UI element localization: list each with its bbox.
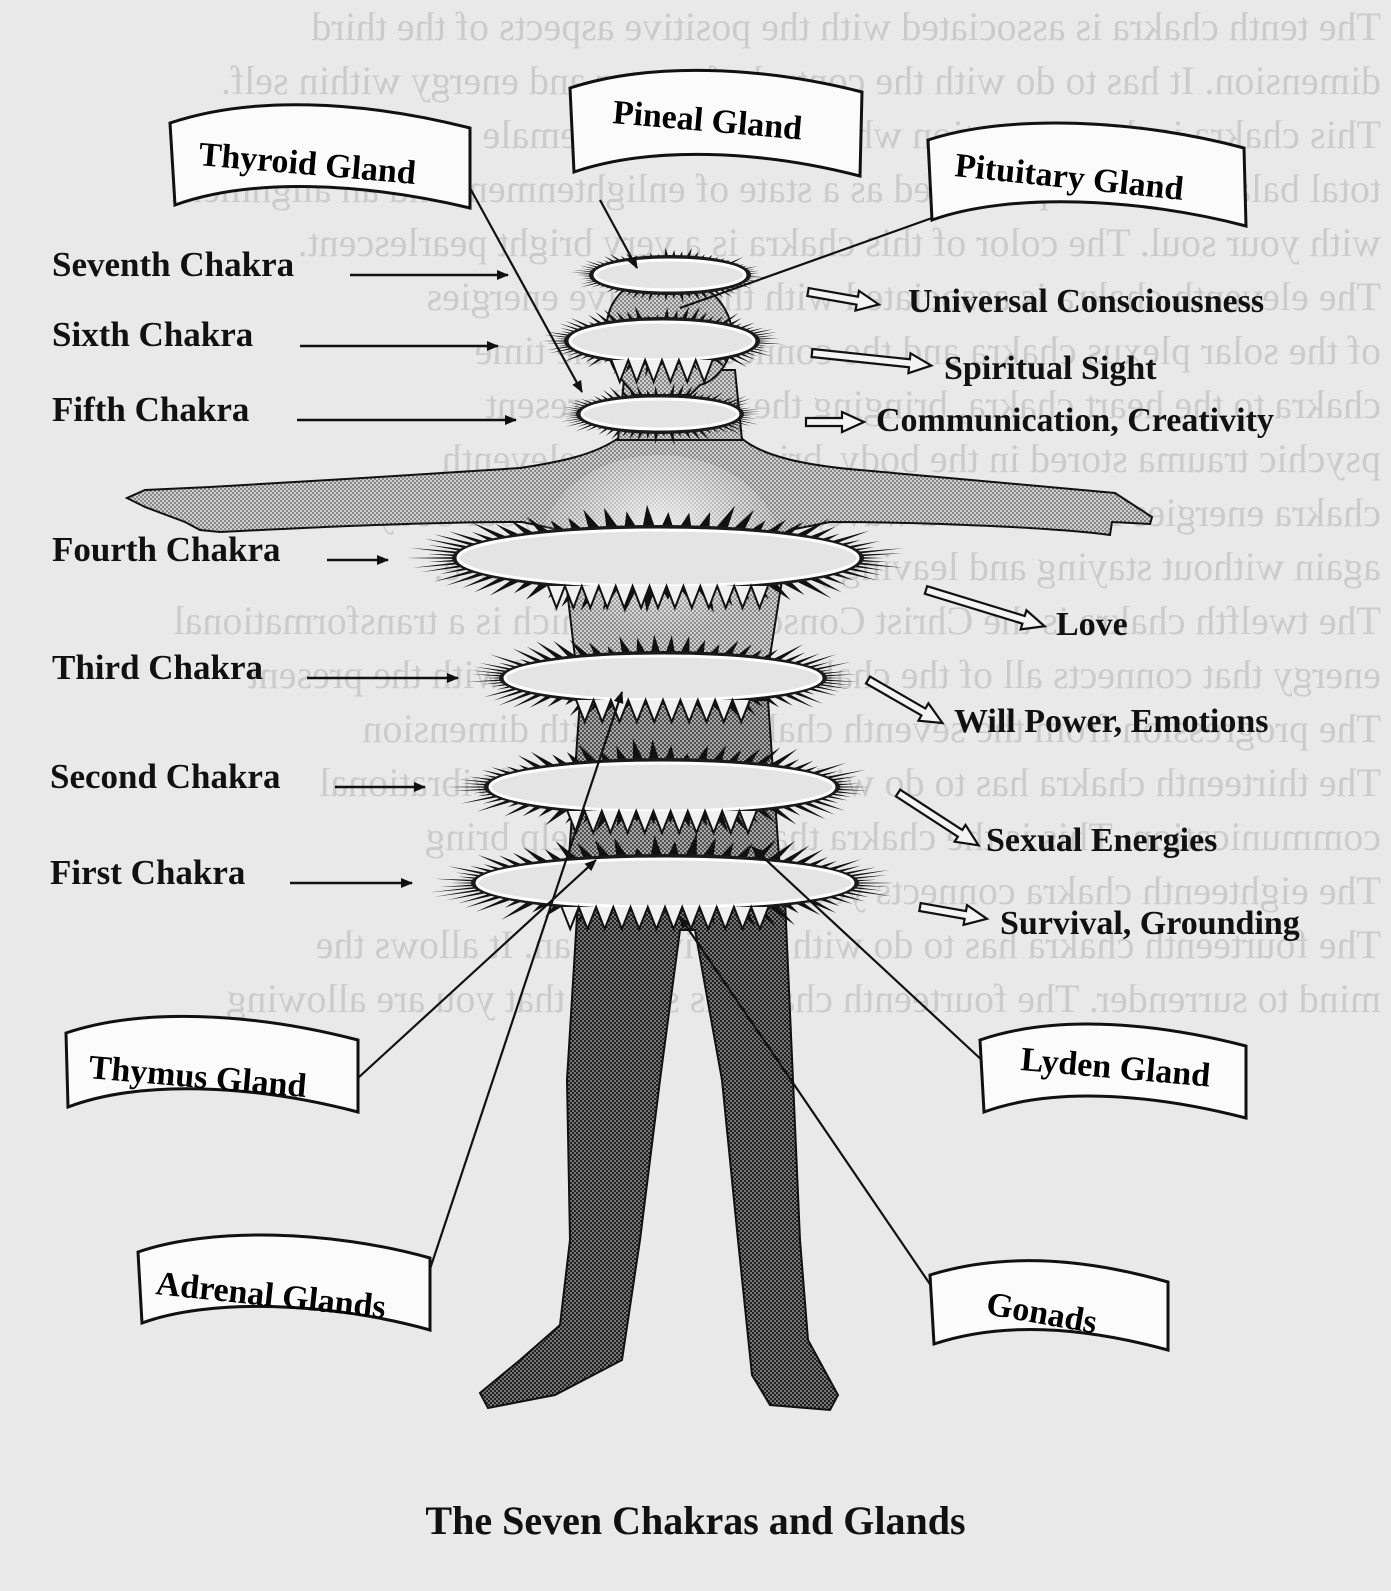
pituitary-leader-line	[679, 216, 933, 310]
pineal-banner: Pineal Gland	[568, 68, 864, 178]
fifth-chakra-function: Communication, Creativity	[876, 402, 1274, 439]
fourth-chakra-spikes	[406, 504, 904, 614]
pineal-leader-line	[599, 199, 638, 269]
function-arrows	[804, 286, 1048, 927]
third-chakra-function: Will Power, Emotions	[954, 703, 1269, 740]
lyden-banner: Lyden Gland	[978, 1022, 1248, 1120]
second-chakra-halo	[488, 761, 836, 813]
love-arrow	[923, 584, 1048, 631]
gland-leader-lines	[357, 187, 986, 1294]
sixth-chakra-collar	[610, 357, 714, 385]
chakra-arrows	[290, 270, 517, 888]
survival-arrow	[918, 901, 990, 927]
lyden-leader-line	[751, 846, 986, 1064]
fourth-chakra-label: Fourth Chakra	[52, 530, 281, 569]
seventh-chakra-ring	[570, 247, 769, 303]
thyroid-banner: Thyroid Gland	[168, 103, 472, 210]
sixth-chakra-function: Spiritual Sight	[944, 350, 1157, 387]
first-chakra-halo	[475, 857, 855, 909]
gonads-banner: Gonads	[928, 1259, 1170, 1352]
communication-arrow	[804, 410, 867, 434]
fourth-chakra-halo	[456, 528, 860, 588]
seventh-chakra-function: Universal Consciousness	[908, 283, 1265, 320]
seventh-chakra-halo	[593, 258, 747, 292]
fourth-chakra-function: Love	[1056, 606, 1128, 643]
sixth-chakra-label: Sixth Chakra	[52, 315, 254, 354]
pituitary-banner: Pituitary Gland	[926, 121, 1248, 228]
first-chakra-collar	[560, 904, 770, 932]
gonads-leader-line	[679, 916, 937, 1294]
fifth-chakra-ring	[559, 383, 761, 446]
second-chakra-ring	[444, 738, 870, 836]
adrenal-leader-line	[426, 691, 624, 1276]
adrenal-banner: Adrenal Glands	[136, 1233, 432, 1332]
third-chakra-halo	[503, 654, 823, 702]
thyroid-leader-line	[469, 187, 583, 393]
legs	[478, 899, 840, 1412]
spiritual-sight-arrow	[810, 347, 934, 375]
third-chakra-collar	[575, 697, 751, 725]
seventh-chakra-label: Seventh Chakra	[52, 245, 295, 284]
will-power-arrow	[864, 675, 945, 725]
first-chakra-ring	[430, 832, 894, 932]
sixth-chakra-halo	[568, 320, 756, 362]
sexual-energies-arrow	[894, 788, 981, 847]
third-chakra-label: Third Chakra	[52, 648, 264, 687]
fifth-chakra-label: Fifth Chakra	[52, 390, 250, 429]
third-chakra-ring	[467, 634, 859, 725]
thymus-banner: Thymus Gland	[64, 1014, 360, 1114]
fourth-chakra-ring	[406, 504, 904, 614]
second-chakra-collar	[566, 808, 758, 836]
thymus-leader-line	[357, 859, 597, 1079]
first-chakra-function: Survival, Grounding	[1000, 905, 1300, 942]
fourth-chakra-collar	[547, 583, 769, 611]
sixth-chakra-ring	[541, 306, 785, 385]
second-chakra-function: Sexual Energies	[986, 822, 1218, 859]
fifth-chakra-halo	[580, 397, 740, 431]
first-chakra-label: First Chakra	[50, 853, 246, 892]
universal-consciousness-arrow	[806, 286, 882, 313]
chakra-rings	[406, 247, 904, 932]
figure-caption: The Seven Chakras and Glands	[425, 1498, 966, 1543]
second-chakra-label: Second Chakra	[50, 757, 281, 796]
